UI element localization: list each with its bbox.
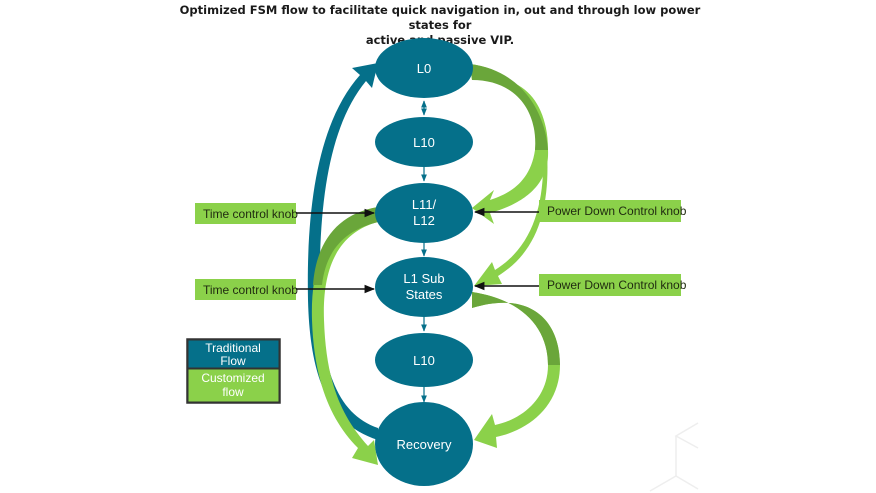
time-control-knob-2-label: Time control knob [203, 283, 298, 297]
customized-arrow-l0-to-l11 [470, 64, 549, 224]
customized-arrow-l11-to-recovery [311, 207, 378, 465]
state-recovery-label: Recovery [397, 437, 452, 452]
power-down-control-knob-2-label: Power Down Control knob [547, 278, 687, 292]
state-l11-l12: L11/ L12 [375, 183, 473, 243]
state-l11-l12-label-line2: L12 [413, 213, 435, 228]
state-l1-sub-states: L1 Sub States [375, 257, 473, 317]
state-l10-upper-label: L10 [413, 135, 435, 150]
title-line-1: Optimized FSM flow to facilitate quick n… [179, 3, 701, 32]
traditional-arrow-recovery-to-l0 [307, 63, 378, 440]
legend-traditional-line2: Flow [220, 354, 246, 368]
time-control-knob-1-label: Time control knob [203, 207, 298, 221]
state-l0-label: L0 [417, 61, 431, 76]
time-control-knob-1: Time control knob [195, 203, 376, 224]
state-l0: L0 [375, 38, 473, 98]
power-down-control-knob-2: Power Down Control knob [473, 274, 687, 296]
legend-customized-line1: Customized [201, 371, 264, 385]
customized-arrow-l0-to-l1sub [474, 150, 548, 286]
state-l10-lower: L10 [375, 333, 473, 387]
background-hex-decoration [649, 422, 699, 492]
power-down-control-knob-1: Power Down Control knob [473, 200, 687, 222]
legend: Traditional Flow Customized flow [186, 338, 281, 404]
legend-traditional-flow: Traditional Flow [187, 339, 280, 369]
time-control-knob-2: Time control knob [195, 279, 376, 300]
legend-traditional-line1: Traditional [205, 341, 261, 355]
state-l1-sub-label-line1: L1 Sub [403, 271, 444, 286]
legend-customized-line2: flow [222, 385, 244, 399]
customized-arrow-l1sub-to-recovery [472, 292, 560, 448]
state-l11-l12-label-line1: L11/ [412, 197, 437, 212]
state-l10-upper: L10 [375, 117, 473, 167]
state-l10-lower-label: L10 [413, 353, 435, 368]
state-recovery: Recovery [375, 402, 473, 486]
legend-customized-flow: Customized flow [187, 368, 280, 403]
state-l1-sub-label-line2: States [406, 287, 443, 302]
power-down-control-knob-1-label: Power Down Control knob [547, 204, 687, 218]
